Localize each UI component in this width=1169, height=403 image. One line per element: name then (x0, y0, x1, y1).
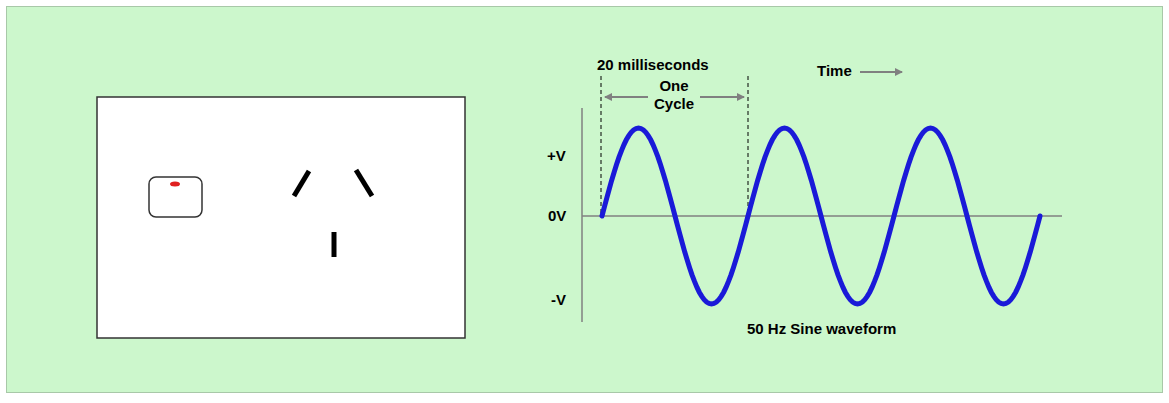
duration-label: 20 milliseconds (597, 56, 709, 74)
socket-plate (97, 97, 465, 338)
positive-voltage-label: +V (547, 147, 566, 165)
sine-wave (602, 128, 1040, 304)
earth-pin (332, 232, 337, 257)
zero-voltage-label: 0V (548, 207, 566, 225)
socket-switch (149, 177, 202, 217)
cycle-arrow-right (700, 96, 744, 98)
negative-voltage-label: -V (551, 291, 566, 309)
cycle-label: One Cycle (649, 77, 699, 113)
cycle-arrow-left (605, 96, 648, 98)
time-arrow (860, 71, 902, 73)
cycle-end-marker (748, 76, 749, 214)
switch-indicator (170, 182, 180, 187)
active-pin (294, 171, 309, 196)
time-label: Time (817, 62, 852, 80)
waveform-caption: 50 Hz Sine waveform (747, 320, 896, 338)
cycle-start-marker (601, 76, 602, 214)
voltage-axis (581, 108, 583, 322)
neutral-pin (356, 170, 372, 196)
